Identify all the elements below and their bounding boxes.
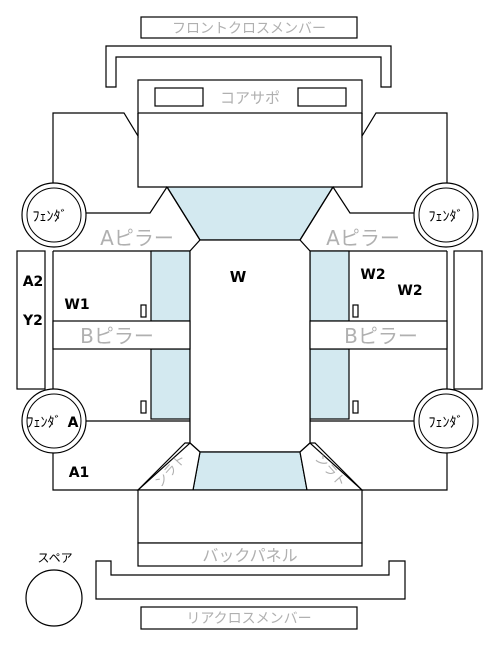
left-sill-top-mark: A2 — [23, 274, 44, 290]
left-front-door-handle — [140, 304, 147, 318]
right-b-pillar — [309, 320, 448, 350]
right-front-door-mark-a: W2 — [360, 267, 385, 283]
a-pillar-left-label: Aピラー — [100, 226, 174, 250]
a-pillar-right-label: Aピラー — [326, 226, 400, 250]
rear-cross-member: リアクロスメンバー — [140, 606, 358, 630]
back-panel-label: バックパネル — [202, 546, 297, 565]
right-rear-window — [309, 348, 350, 420]
front-right-fender: ﾌｪﾝﾀﾞ — [413, 182, 479, 248]
front-cross-member: フロントクロスメンバー — [140, 16, 358, 39]
windshield — [165, 186, 335, 241]
roof — [189, 239, 311, 453]
rear-right-fender-label: ﾌｪﾝﾀﾞ — [429, 415, 464, 431]
hood-outline — [137, 113, 363, 188]
spare-tire: スペア — [25, 551, 83, 627]
front-cross-member-label: フロントクロスメンバー — [172, 21, 326, 37]
rear-left-fender-mark: A — [68, 415, 79, 431]
b-pillar-left-label: Bピラー — [80, 324, 154, 348]
left-side-sill — [16, 250, 46, 390]
left-front-door-mark: W1 — [64, 297, 89, 313]
rear-cross-member-label: リアクロスメンバー — [186, 611, 311, 627]
rear-left-fender: ﾌｪﾝﾀﾞ — [21, 388, 87, 454]
left-sill-bottom-mark: Y2 — [22, 313, 43, 329]
right-front-door-handle — [352, 304, 359, 318]
core-support: コアサポ — [137, 79, 363, 114]
b-pillar-right-label: Bピラー — [344, 324, 418, 348]
back-panel — [137, 542, 363, 567]
front-right-fender-label: ﾌｪﾝﾀﾞ — [429, 209, 464, 225]
right-front-window — [309, 250, 350, 322]
right-front-door-mark-b: W2 — [397, 283, 422, 299]
spare-label: スペア — [37, 551, 72, 565]
front-left-fender: ﾌｪﾝﾀﾞ — [21, 182, 87, 248]
left-rear-window — [150, 348, 191, 420]
rear-left-quarter-mark: A1 — [69, 465, 90, 481]
right-rear-door-handle — [352, 400, 359, 414]
right-side-sill — [453, 250, 483, 390]
left-rear-door-handle — [140, 400, 147, 414]
rear-right-fender: ﾌｪﾝﾀﾞ — [413, 388, 479, 454]
rear-bumper-outline — [95, 560, 406, 600]
rear-left-fender-label: ﾌｪﾝﾀﾞ — [27, 415, 62, 431]
left-b-pillar — [52, 320, 191, 350]
left-front-window — [150, 250, 191, 322]
core-support-label: コアサポ — [220, 89, 280, 107]
front-left-fender-label: ﾌｪﾝﾀﾞ — [33, 209, 68, 225]
rear-window — [192, 451, 308, 491]
trunk-lid — [137, 489, 363, 544]
roof-mark: W — [230, 268, 247, 286]
front-bumper-outline — [105, 45, 392, 88]
